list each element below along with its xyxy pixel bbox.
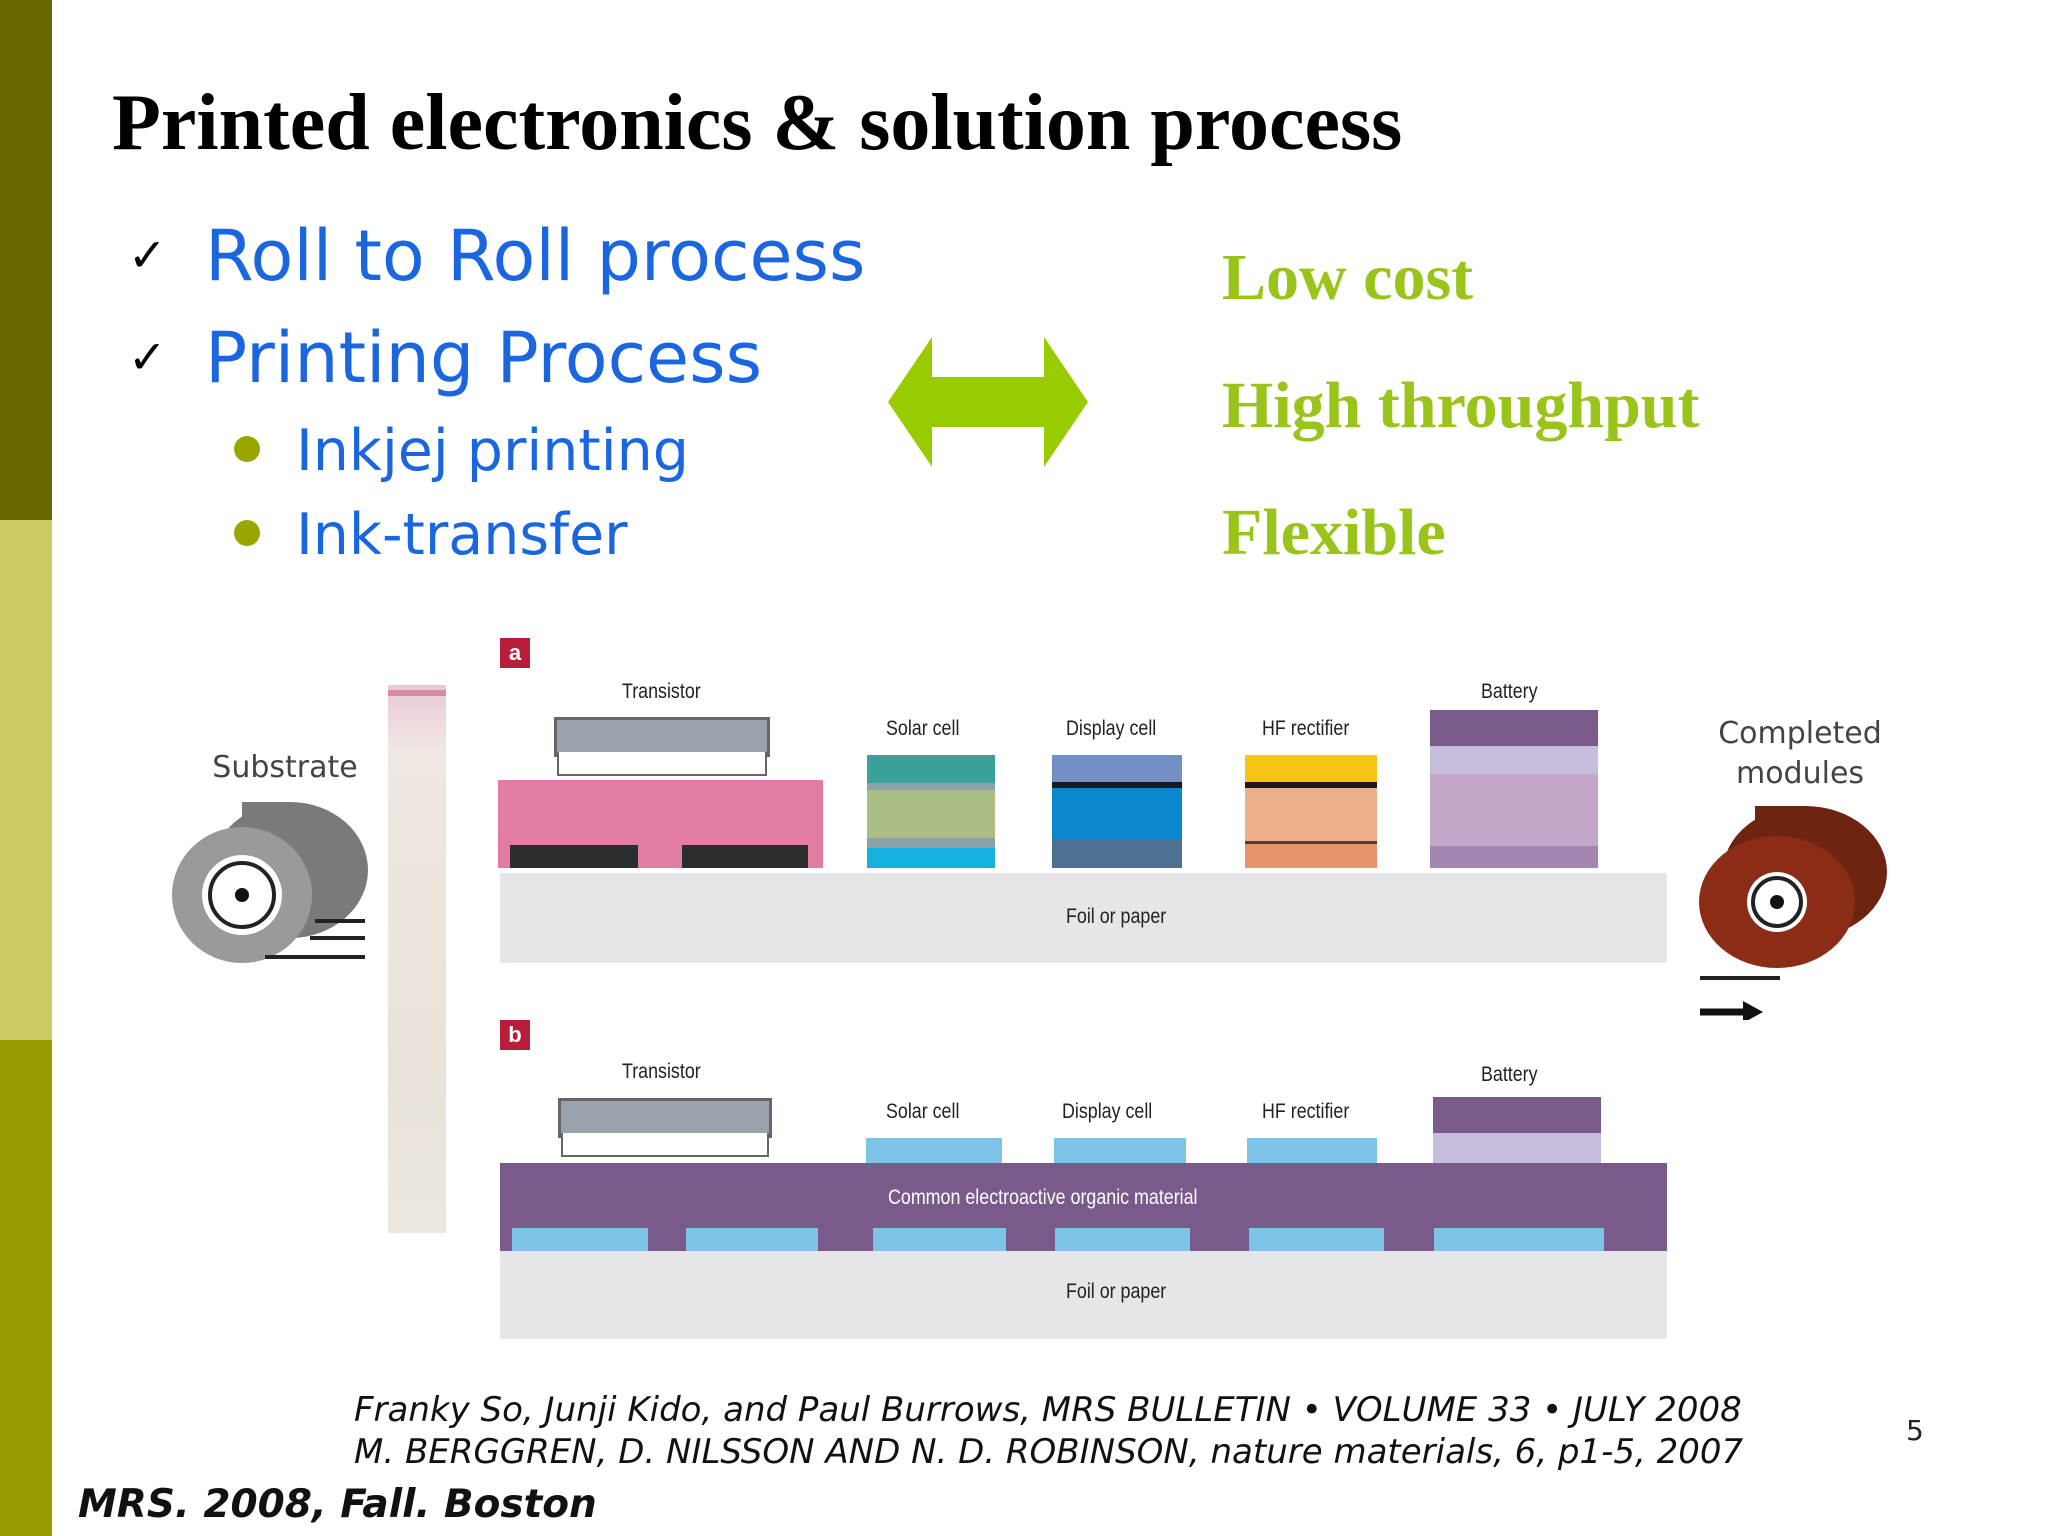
sub-bullet-dot [234,520,260,546]
panel-b-electrode [512,1228,648,1251]
panel-b-battery-label: Battery [1481,1063,1538,1086]
check-icon: ✓ [128,228,167,282]
panel-b-transistor-label: Transistor [622,1060,701,1083]
panel-a-battery-layer-3 [1430,774,1598,846]
panel-a-hf-layer-3 [1245,788,1377,841]
panel-a-hf-layer-4 [1245,841,1377,844]
panel-a-source-electrode [510,845,638,868]
panel-b-electrode [1055,1228,1190,1251]
reference-line-2: M. BERGGREN, D. NILSSON AND N. D. ROBINS… [354,1432,1744,1472]
panel-a-hf-label: HF rectifier [1262,717,1350,740]
sub-bullet-dot [234,436,260,462]
panel-b-solar-label: Solar cell [886,1100,960,1123]
panel-b-tag: b [500,1020,530,1050]
printing-press-photo [388,685,446,1233]
footer-conference: MRS. 2008, Fall. Boston [78,1482,597,1527]
panel-a-display-layer-4 [1052,840,1182,868]
panel-b-battery-layer-1 [1433,1097,1601,1133]
check-icon: ✓ [128,330,167,384]
reference-line-1: Franky So, Junji Kido, and Paul Burrows,… [354,1390,1742,1430]
panel-a-battery-label: Battery [1481,680,1538,703]
panel-a-solar-layer-1 [867,755,995,783]
sidebar-dark [0,0,52,520]
panel-b-foil-label: Foil or paper [1066,1280,1167,1303]
sub-bullet-inkjet: Inkjej printing [296,418,689,484]
panel-a-tag: a [500,638,530,668]
completed-modules-label: Completed modules [1718,716,1882,791]
panel-b-foil [500,1251,1667,1339]
panel-a-solar-label: Solar cell [886,717,960,740]
panel-b-electrode [686,1228,818,1251]
panel-a-transistor-dielectric [557,752,767,776]
panel-b-battery-layer-2 [1433,1133,1601,1163]
panel-b-display-label: Display cell [1062,1100,1153,1123]
bullet-roll-to-roll: Roll to Roll process [205,215,866,297]
substrate-roll-icon [172,802,368,963]
page-number: 5 [1906,1414,1924,1447]
panel-a-foil [500,873,1667,963]
panel-a-transistor-gate [554,717,770,757]
panel-b-display-top [1054,1138,1186,1163]
panel-a-solar-layer-3 [867,790,995,838]
sidebar-olive [0,1040,52,1536]
panel-a-hf-layer-5 [1245,844,1377,868]
panel-b-hf-top [1247,1138,1377,1163]
panel-b-transistor-dielectric [561,1133,769,1157]
panel-a-display-layer-2 [1052,782,1182,788]
sub-bullet-ink-transfer: Ink-transfer [296,502,628,568]
panel-b-hf-label: HF rectifier [1262,1100,1350,1123]
panel-a-display-layer-3 [1052,788,1182,840]
panel-a-battery-layer-4 [1430,846,1598,868]
panel-a-display-layer-1 [1052,755,1182,782]
benefit-low-cost: Low cost [1222,241,1474,314]
photo-stripe [388,690,446,696]
benefit-flexible: Flexible [1222,496,1446,569]
panel-b-electrode [1434,1228,1604,1251]
panel-a-solar-layer-2 [867,783,995,790]
panel-a-drain-electrode [682,845,808,868]
panel-a-solar-layer-4 [867,838,995,848]
panel-a-transistor-label: Transistor [622,680,701,703]
panel-b-common-label: Common electroactive organic material [888,1186,1198,1209]
panel-b-electrode [873,1228,1006,1251]
panel-b-electrode [1249,1228,1384,1251]
panel-b-solar-top [866,1138,1002,1163]
panel-a-display-label: Display cell [1066,717,1157,740]
benefit-high-throughput: High throughput [1222,369,1700,442]
sidebar-light [0,520,52,1040]
panel-a-hf-layer-1 [1245,755,1377,782]
panel-a-foil-label: Foil or paper [1066,905,1167,928]
panel-a-battery-layer-1 [1430,710,1598,746]
slide-title: Printed electronics & solution process [112,79,1403,167]
panel-a-battery-layer-2 [1430,746,1598,774]
completed-roll-icon [1699,806,1887,1020]
double-headed-arrow-icon [888,337,1088,467]
bullet-printing-process: Printing Process [205,317,763,399]
panel-b-transistor-gate [558,1098,772,1138]
substrate-label: Substrate [212,750,358,785]
panel-a-hf-layer-2 [1245,782,1377,788]
panel-a-solar-layer-5 [867,848,995,868]
